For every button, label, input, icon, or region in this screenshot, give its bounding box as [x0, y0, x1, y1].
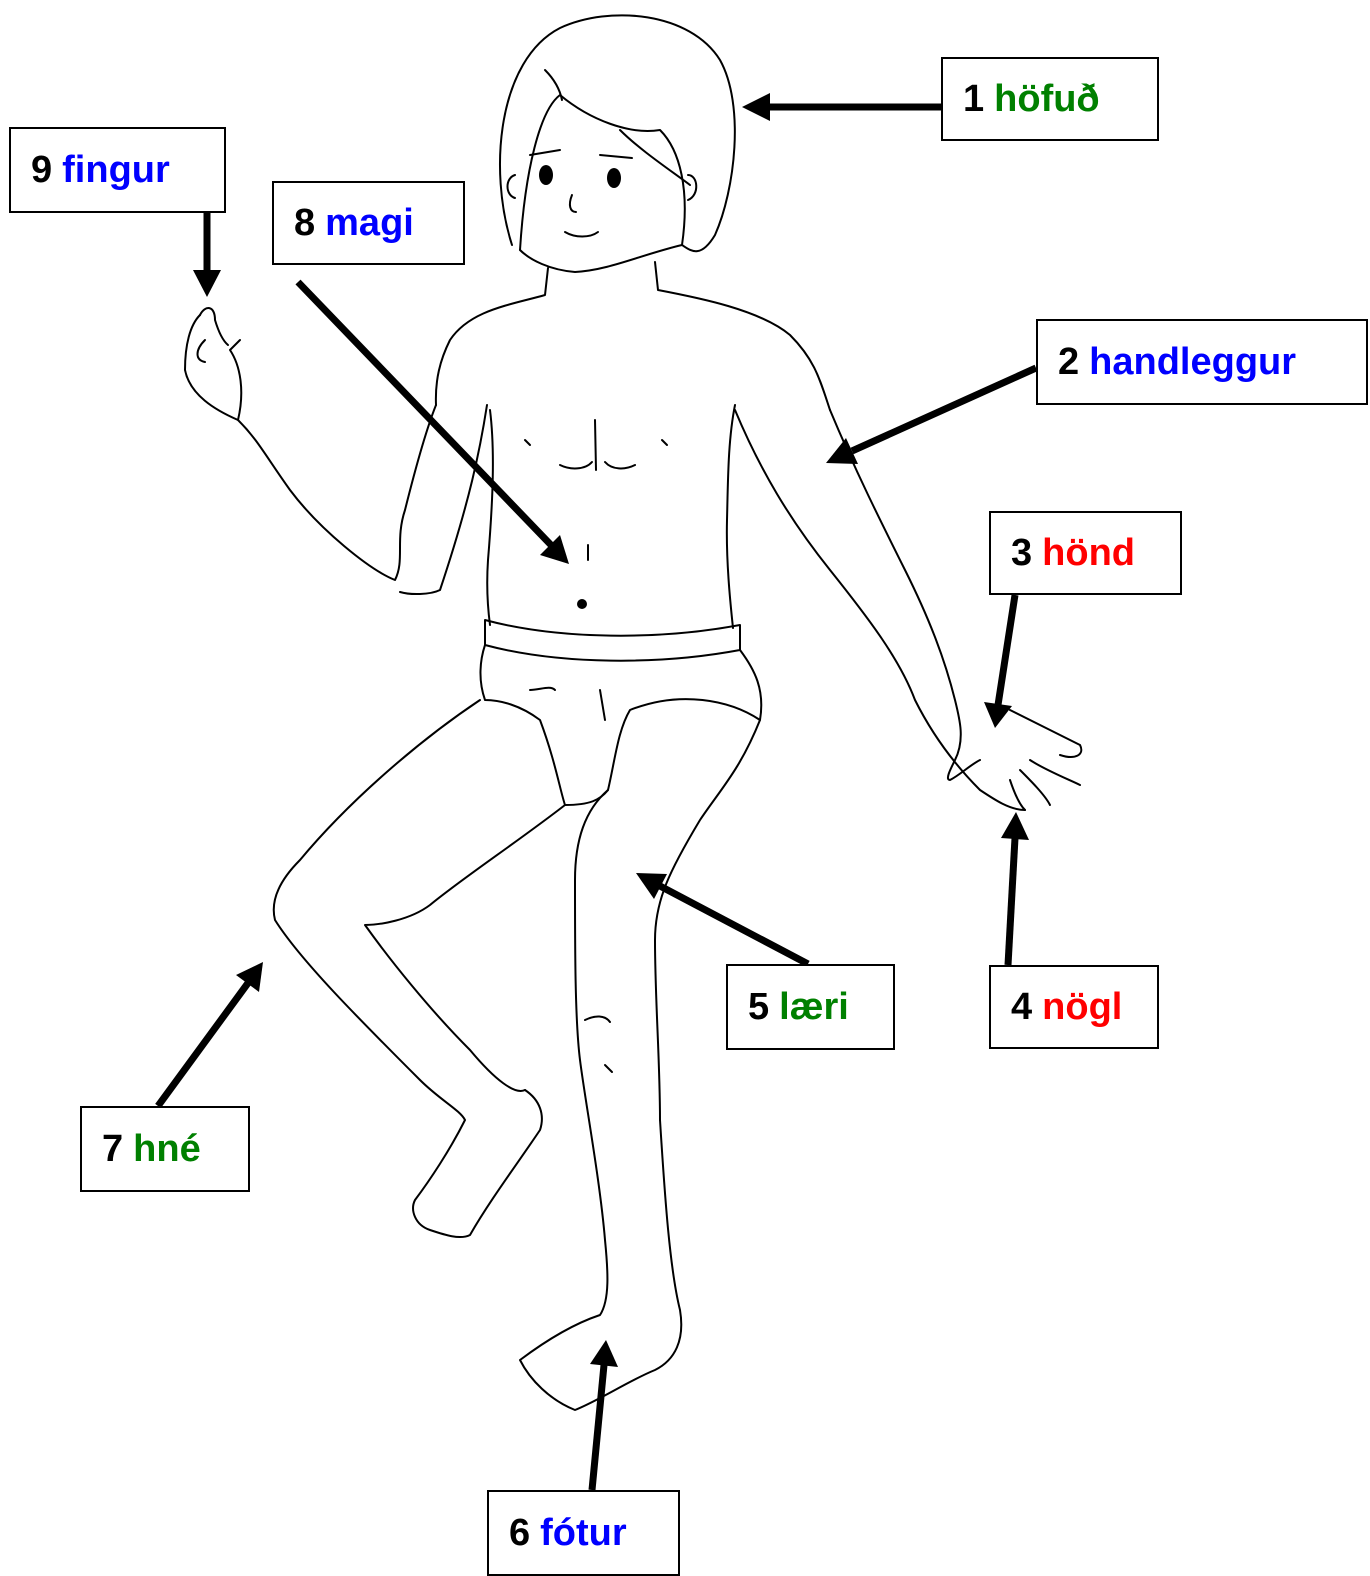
label-word: hné	[133, 1128, 201, 1171]
arrow-3	[984, 595, 1015, 728]
arrow-5	[636, 873, 808, 964]
label-word: læri	[779, 986, 849, 1029]
arrow-7	[158, 962, 263, 1106]
pointer-arrows	[158, 93, 1036, 1490]
label-number: 9	[31, 149, 52, 192]
raised-arm-outline	[185, 315, 436, 580]
label-stomach: 8 magi	[272, 181, 465, 265]
arrow-1	[742, 93, 941, 121]
label-number: 5	[748, 986, 769, 1029]
label-arm: 2 handleggur	[1036, 319, 1368, 405]
label-hand: 3 hönd	[989, 511, 1182, 595]
head-outline	[500, 15, 735, 251]
arrow-4	[1001, 812, 1029, 965]
label-word: magi	[325, 202, 414, 245]
label-number: 6	[509, 1512, 530, 1555]
label-number: 1	[963, 78, 984, 121]
label-number: 3	[1011, 532, 1032, 575]
arrow-8	[298, 282, 569, 564]
label-knee: 7 hné	[80, 1106, 250, 1192]
label-finger: 9 fingur	[9, 127, 226, 213]
label-word: fingur	[62, 149, 170, 192]
label-word: nögl	[1042, 986, 1122, 1029]
label-number: 4	[1011, 986, 1032, 1029]
label-foot: 6 fótur	[487, 1490, 680, 1576]
label-number: 7	[102, 1128, 123, 1171]
label-nail: 4 nögl	[989, 965, 1159, 1049]
label-number: 2	[1058, 341, 1079, 384]
arrow-6	[590, 1340, 618, 1490]
label-head: 1 höfuð	[941, 57, 1159, 141]
arrow-9	[193, 213, 221, 297]
label-word: hönd	[1042, 532, 1135, 575]
label-number: 8	[294, 202, 315, 245]
label-word: fótur	[540, 1512, 627, 1555]
arrow-2	[826, 368, 1036, 464]
hanging-arm-outline	[830, 410, 980, 780]
label-word: höfuð	[994, 78, 1100, 121]
briefs-outline	[485, 620, 740, 661]
label-thigh: 5 læri	[726, 964, 895, 1050]
label-word: handleggur	[1089, 341, 1296, 384]
bent-leg-outline	[274, 700, 542, 1237]
